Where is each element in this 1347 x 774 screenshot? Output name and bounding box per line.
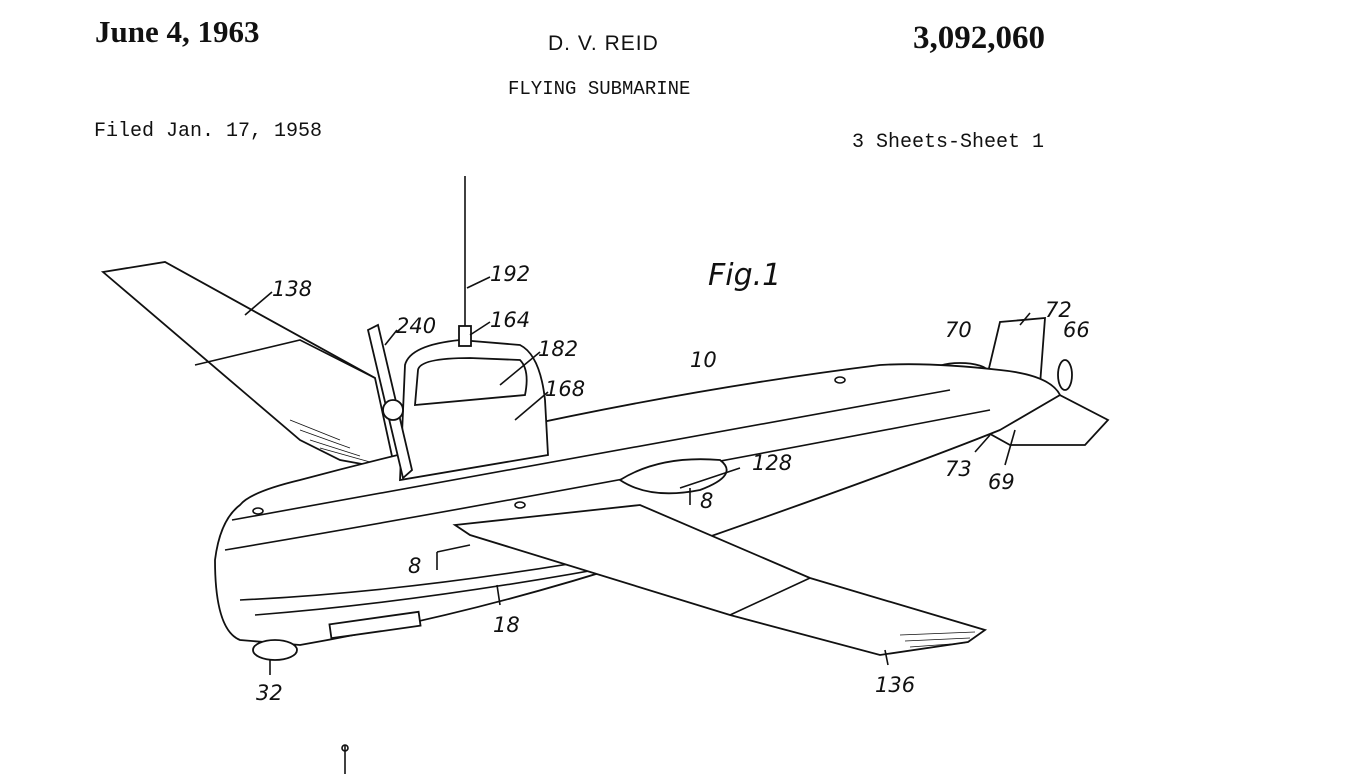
antenna-base [458,325,472,347]
right-wing-shading [899,631,976,648]
figure-caption: Fig.1 [708,258,781,293]
inventor-name: D. V. REID [548,32,659,55]
label-73: 73 [945,457,972,481]
label-8-left: 8 [408,554,421,578]
sheet-count: 3 Sheets-Sheet 1 [852,131,1045,154]
right-wing [452,504,988,656]
label-10: 10 [690,348,717,372]
tail-propeller [1057,359,1073,391]
label-168: 168 [545,377,585,401]
keel-panel [328,610,422,640]
label-70: 70 [945,318,972,342]
leader-lines [244,276,1031,774]
label-240: 240 [396,314,436,338]
label-8-right: 8 [700,489,713,513]
label-138: 138 [272,277,312,301]
filed-date: Filed Jan. 17, 1958 [94,120,323,143]
label-128: 128 [752,451,792,475]
label-69: 69 [988,470,1015,494]
label-164: 164 [490,308,530,332]
canopy-window [414,357,528,406]
label-18: 18 [493,613,520,637]
label-136: 136 [875,673,915,697]
label-72: 72 [1045,298,1072,322]
patent-date: June 4, 1963 [95,14,260,49]
patent-number: 3,092,060 [913,20,1045,56]
label-66: 66 [1063,318,1090,342]
patent-title: FLYING SUBMARINE [508,78,691,100]
label-32: 32 [256,681,283,705]
label-192: 192 [490,262,530,286]
label-182: 182 [538,337,578,361]
wheel [252,639,298,661]
left-wing-shading [289,419,371,463]
